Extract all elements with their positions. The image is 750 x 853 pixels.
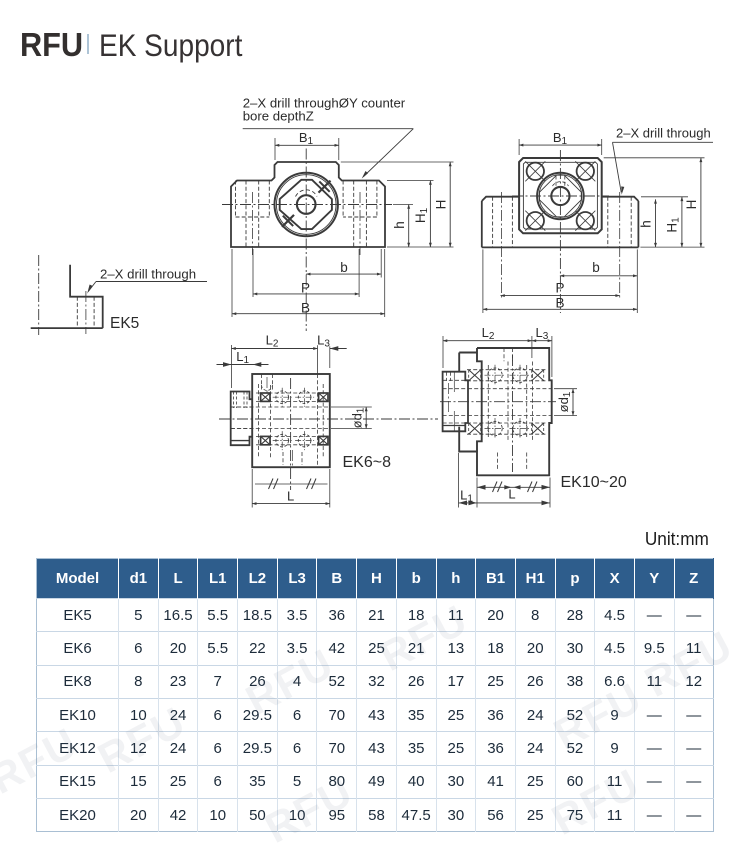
svg-text:P: P	[301, 281, 310, 296]
svg-text:bore depthZ: bore depthZ	[243, 109, 314, 124]
svg-text:H: H	[434, 200, 449, 210]
svg-text:L3: L3	[317, 333, 330, 350]
svg-text:H1: H1	[665, 217, 682, 233]
svg-text:h: h	[392, 221, 407, 229]
svg-text:L2: L2	[266, 333, 279, 350]
svg-text:L: L	[287, 488, 294, 503]
svg-text:H: H	[684, 200, 699, 210]
svg-text:EK6~8: EK6~8	[343, 454, 392, 471]
svg-text:B: B	[555, 296, 564, 311]
svg-text:b: b	[592, 260, 600, 275]
svg-text:L1: L1	[236, 349, 249, 366]
svg-text:L: L	[508, 487, 515, 502]
svg-text:B1: B1	[553, 130, 568, 147]
svg-text:P: P	[555, 281, 564, 296]
svg-text:EK10~20: EK10~20	[561, 474, 627, 491]
svg-text:B1: B1	[299, 130, 314, 147]
svg-text:L3: L3	[536, 325, 549, 342]
svg-text:b: b	[340, 260, 348, 275]
svg-text:ød1: ød1	[350, 407, 367, 428]
svg-text:ød1: ød1	[556, 391, 573, 412]
svg-text:2–X drill throughØY counter: 2–X drill throughØY counter	[243, 96, 406, 111]
svg-text:2–X drill through: 2–X drill through	[100, 267, 196, 282]
svg-text:L2: L2	[482, 325, 495, 342]
svg-text:L1: L1	[460, 487, 473, 504]
svg-text:EK5: EK5	[110, 315, 139, 332]
svg-text:2–X drill through: 2–X drill through	[616, 126, 711, 141]
svg-text:h: h	[639, 220, 654, 228]
svg-text:H1: H1	[413, 207, 430, 223]
svg-text:B: B	[301, 301, 310, 316]
